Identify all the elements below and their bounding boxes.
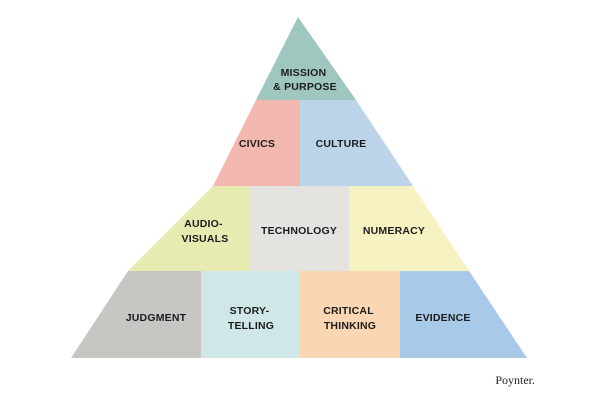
block-storytelling — [201, 271, 300, 358]
block-culture — [300, 100, 413, 186]
block-mission — [256, 17, 356, 100]
label-civics: CIVICS — [239, 138, 275, 150]
label-judgment: JUDGMENT — [126, 312, 187, 324]
label-critical-thinking: CRITICAL THINKING — [323, 305, 377, 332]
label-mission-line1: MISSION — [281, 67, 327, 79]
block-judgment — [71, 271, 201, 358]
block-audio-visuals — [128, 186, 249, 271]
poynter-credit: Poynter. — [495, 373, 535, 387]
label-storytelling: STORY- TELLING — [228, 305, 274, 332]
block-evidence — [400, 271, 527, 358]
label-audio-line2: VISUALS — [182, 233, 229, 245]
label-story-line2: TELLING — [228, 320, 274, 332]
block-civics — [213, 100, 300, 186]
label-mission: MISSION & PURPOSE — [273, 67, 337, 93]
label-evidence: EVIDENCE — [415, 312, 470, 324]
label-mission-line2: & PURPOSE — [273, 81, 337, 93]
label-audio-line1: AUDIO- — [184, 218, 223, 230]
label-culture: CULTURE — [316, 138, 367, 150]
label-critical-line2: THINKING — [324, 320, 376, 332]
label-technology: TECHNOLOGY — [261, 225, 337, 237]
block-numeracy — [349, 186, 469, 271]
block-technology — [249, 186, 349, 271]
label-critical-line1: CRITICAL — [323, 305, 374, 317]
block-critical-thinking — [300, 271, 400, 358]
label-story-line1: STORY- — [230, 305, 270, 317]
label-numeracy: NUMERACY — [363, 225, 425, 237]
label-audio-visuals: AUDIO- VISUALS — [182, 218, 229, 245]
